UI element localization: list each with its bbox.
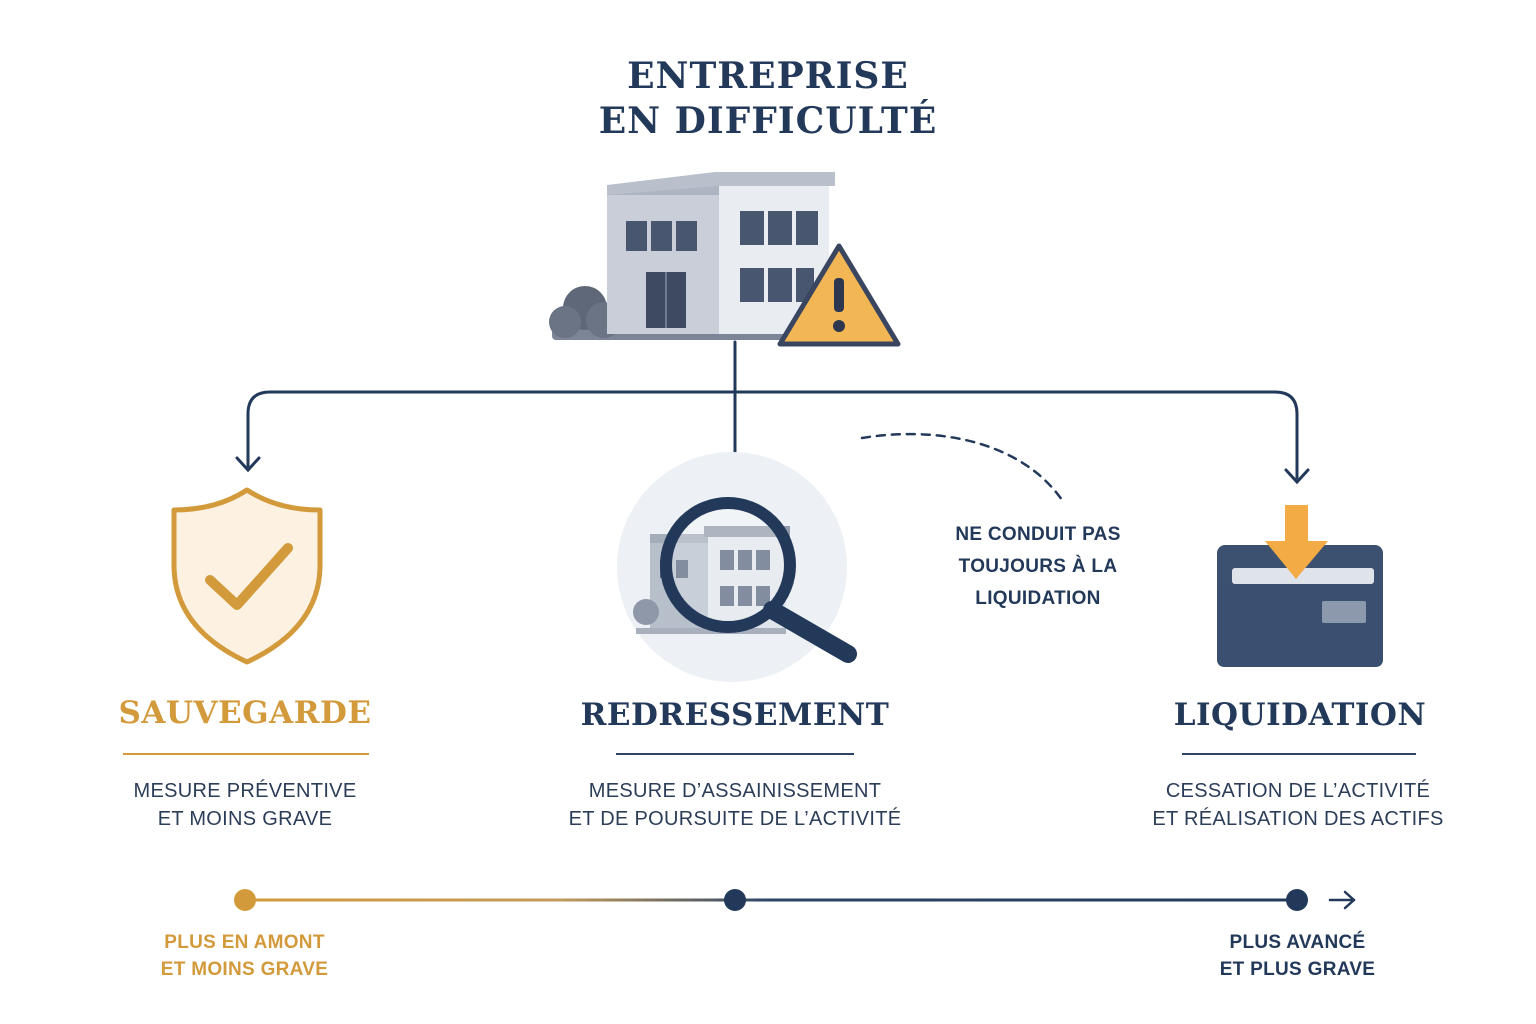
rule-liquidation bbox=[1182, 753, 1416, 755]
note-line2: TOUJOURS À LA bbox=[958, 556, 1118, 577]
folder-download-icon bbox=[1217, 505, 1383, 667]
scale-label-right-line1: PLUS AVANCÉ bbox=[1229, 932, 1366, 953]
title-sauvegarde: SAUVEGARDE bbox=[118, 695, 372, 731]
diagram-title-line1: ENTREPRISE bbox=[627, 55, 909, 97]
desc-redressement-line1: MESURE D’ASSAINISSEMENT bbox=[588, 780, 882, 802]
desc-redressement: MESURE D’ASSAINISSEMENT ET DE POURSUITE … bbox=[535, 777, 935, 833]
desc-redressement-line2: ET DE POURSUITE DE L’ACTIVITÉ bbox=[568, 808, 902, 830]
diagram-title-line2: EN DIFFICULTÉ bbox=[598, 100, 938, 142]
scale-label-left-line2: ET MOINS GRAVE bbox=[160, 959, 329, 980]
scale-dot-redressement bbox=[724, 889, 746, 911]
title-liquidation: LIQUIDATION bbox=[1173, 697, 1427, 733]
title-redressement: REDRESSEMENT bbox=[580, 697, 890, 733]
scale-label-right: PLUS AVANCÉ ET PLUS GRAVE bbox=[1170, 929, 1425, 983]
desc-liquidation-line1: CESSATION DE L’ACTIVITÉ bbox=[1165, 780, 1431, 802]
magnifier-building-icon bbox=[617, 452, 857, 682]
desc-liquidation-line2: ET RÉALISATION DES ACTIFS bbox=[1152, 808, 1444, 830]
scale-label-left: PLUS EN AMONT ET MOINS GRAVE bbox=[112, 929, 377, 983]
building-warning-icon bbox=[549, 172, 901, 347]
dashed-curve bbox=[860, 432, 1064, 502]
scale-dot-sauvegarde bbox=[234, 889, 256, 911]
desc-sauvegarde-line2: ET MOINS GRAVE bbox=[157, 808, 333, 830]
severity-scale bbox=[234, 889, 1356, 911]
shield-check-icon bbox=[171, 487, 323, 665]
note-text: NE CONDUIT PAS TOUJOURS À LA LIQUIDATION bbox=[918, 519, 1158, 615]
note-line3: LIQUIDATION bbox=[975, 588, 1101, 609]
note-line1: NE CONDUIT PAS bbox=[955, 524, 1121, 545]
rule-sauvegarde bbox=[123, 753, 369, 755]
desc-sauvegarde: MESURE PRÉVENTIVE ET MOINS GRAVE bbox=[75, 777, 415, 833]
desc-sauvegarde-line1: MESURE PRÉVENTIVE bbox=[133, 780, 357, 802]
rule-redressement bbox=[616, 753, 854, 755]
desc-liquidation: CESSATION DE L’ACTIVITÉ ET RÉALISATION D… bbox=[1118, 777, 1478, 833]
scale-label-left-line1: PLUS EN AMONT bbox=[164, 932, 325, 953]
scale-dot-liquidation bbox=[1286, 889, 1308, 911]
scale-label-right-line2: ET PLUS GRAVE bbox=[1219, 959, 1376, 980]
